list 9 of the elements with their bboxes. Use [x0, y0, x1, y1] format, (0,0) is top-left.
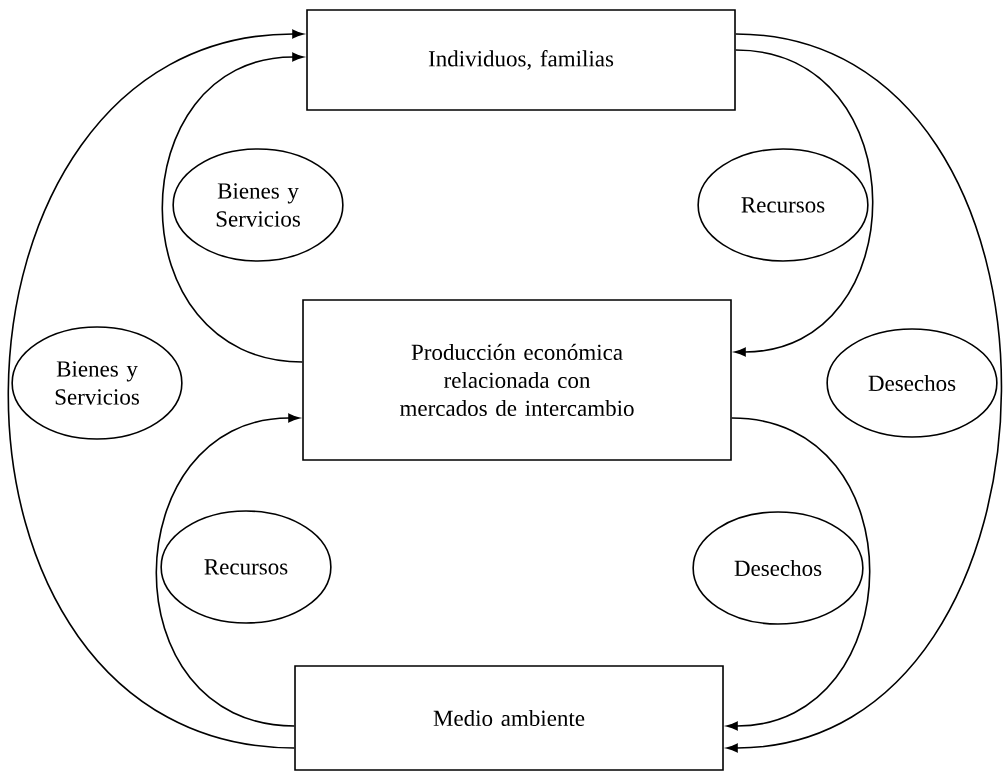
arrow [161, 52, 304, 363]
process-box: Medio ambiente [294, 665, 724, 771]
arrow [7, 29, 304, 749]
arrow [155, 413, 300, 727]
process-box: Individuos, familias [306, 9, 736, 111]
arrow [726, 417, 871, 731]
arrow [726, 33, 1003, 753]
arrow [734, 49, 874, 357]
process-box: Producción económica relacionada con mercados de intercambio [302, 299, 732, 461]
